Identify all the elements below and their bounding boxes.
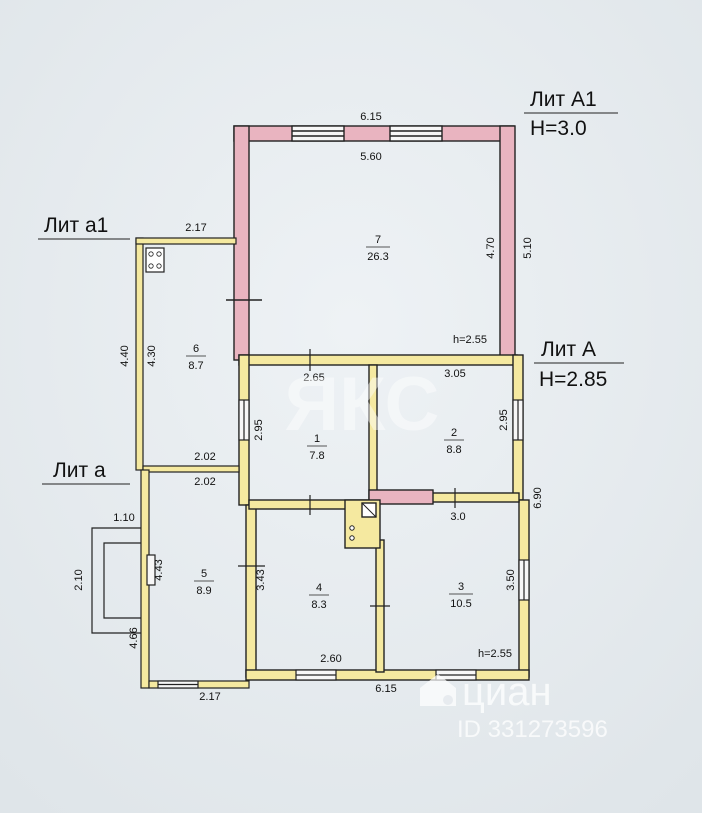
watermarks: ЯКС циан ID 331273596 xyxy=(285,362,608,743)
lit-a1-walls xyxy=(226,125,516,361)
lit-labels: Лит А1 H=3.0 Лит А H=2.85 Лит а1 Лит а xyxy=(38,88,624,485)
room-number: 6 xyxy=(193,343,199,355)
lit-a-label: Лит А xyxy=(541,338,596,361)
room-number: 5 xyxy=(201,568,207,580)
room-number: 3 xyxy=(458,581,464,593)
dim-a1-right-outer: 5.10 xyxy=(522,237,534,258)
dim-annex-mid-bottom: 2.02 xyxy=(194,476,215,488)
room-6-label: 6 8.7 xyxy=(186,343,206,372)
dim-room3-top: 3.0 xyxy=(450,511,465,523)
annex-equipment xyxy=(148,251,162,269)
dim-house-right: 6.90 xyxy=(532,487,544,508)
dim-top-inner: 5.60 xyxy=(360,151,381,163)
dim-a1-ceiling: h=2.55 xyxy=(453,334,487,346)
dim-room1-left: 2.95 xyxy=(253,419,265,440)
dim-room5-left: 4.43 xyxy=(153,559,165,580)
dim-room4-bottom: 2.60 xyxy=(320,653,341,665)
height-a-label: H=2.85 xyxy=(539,368,607,391)
dim-a1-right-inner: 4.70 xyxy=(485,237,497,258)
dim-porch-left: 2.10 xyxy=(73,569,85,590)
lit-a1-upper-label: Лит А1 xyxy=(530,88,597,111)
dim-house-ceiling: h=2.55 xyxy=(478,648,512,660)
room-number: 1 xyxy=(314,433,320,445)
dim-annex-bottom: 2.17 xyxy=(199,691,220,703)
room-area: 8.9 xyxy=(196,585,211,597)
dim-room1-top: 2.65 xyxy=(303,372,324,384)
room-labels: 7 26.3 6 8.7 1 7.8 2 8.8 5 8.9 4 8.3 xyxy=(186,234,473,611)
dim-room2-right: 2.95 xyxy=(498,409,510,430)
lit-a-lower-label: Лит а xyxy=(53,459,106,482)
dim-annex-left-inner: 4.30 xyxy=(146,345,158,366)
dim-top-outer: 6.15 xyxy=(360,111,381,123)
room-area: 8.7 xyxy=(188,360,203,372)
dim-room3-right: 3.50 xyxy=(505,569,517,590)
room-2-label: 2 8.8 xyxy=(444,427,464,456)
dim-porch-top: 1.10 xyxy=(113,512,134,524)
room-7-label: 7 26.3 xyxy=(366,234,390,263)
height-a1-label: H=3.0 xyxy=(530,117,587,140)
porch xyxy=(91,527,141,634)
room-5-label: 5 8.9 xyxy=(194,568,214,597)
watermark-id: ID 331273596 xyxy=(457,716,608,743)
dim-annex-mid-top: 2.02 xyxy=(194,451,215,463)
room-4-label: 4 8.3 xyxy=(309,582,329,611)
stove-details xyxy=(349,502,377,541)
cian-logo-icon xyxy=(420,674,456,706)
dim-annex-left-outer: 4.40 xyxy=(119,345,131,366)
dimension-labels: 6.15 5.60 4.70 5.10 h=2.55 2.17 4.40 4.3… xyxy=(73,111,544,703)
room-1-label: 1 7.8 xyxy=(307,433,327,462)
room-number: 4 xyxy=(316,582,322,594)
dim-room2-top: 3.05 xyxy=(444,368,465,380)
watermark-brand: циан xyxy=(462,670,552,714)
room-area: 10.5 xyxy=(450,598,471,610)
room-area: 8.8 xyxy=(446,444,461,456)
watermark-center: ЯКС xyxy=(285,362,440,447)
room-area: 8.3 xyxy=(311,599,326,611)
house-openings xyxy=(238,349,530,681)
room-area: 26.3 xyxy=(367,251,388,263)
dim-room5-left-outer: 4.66 xyxy=(128,627,140,648)
dim-house-bottom: 6.15 xyxy=(375,683,396,695)
room-number: 7 xyxy=(375,234,381,246)
lit-a1-lower-label: Лит а1 xyxy=(44,214,108,237)
lit-a-annex xyxy=(140,469,250,689)
dim-room4-left: 3.43 xyxy=(255,569,267,590)
room-number: 2 xyxy=(451,427,457,439)
dim-annex-top: 2.17 xyxy=(185,222,206,234)
room-area: 7.8 xyxy=(309,450,324,462)
room-3-label: 3 10.5 xyxy=(449,581,473,610)
